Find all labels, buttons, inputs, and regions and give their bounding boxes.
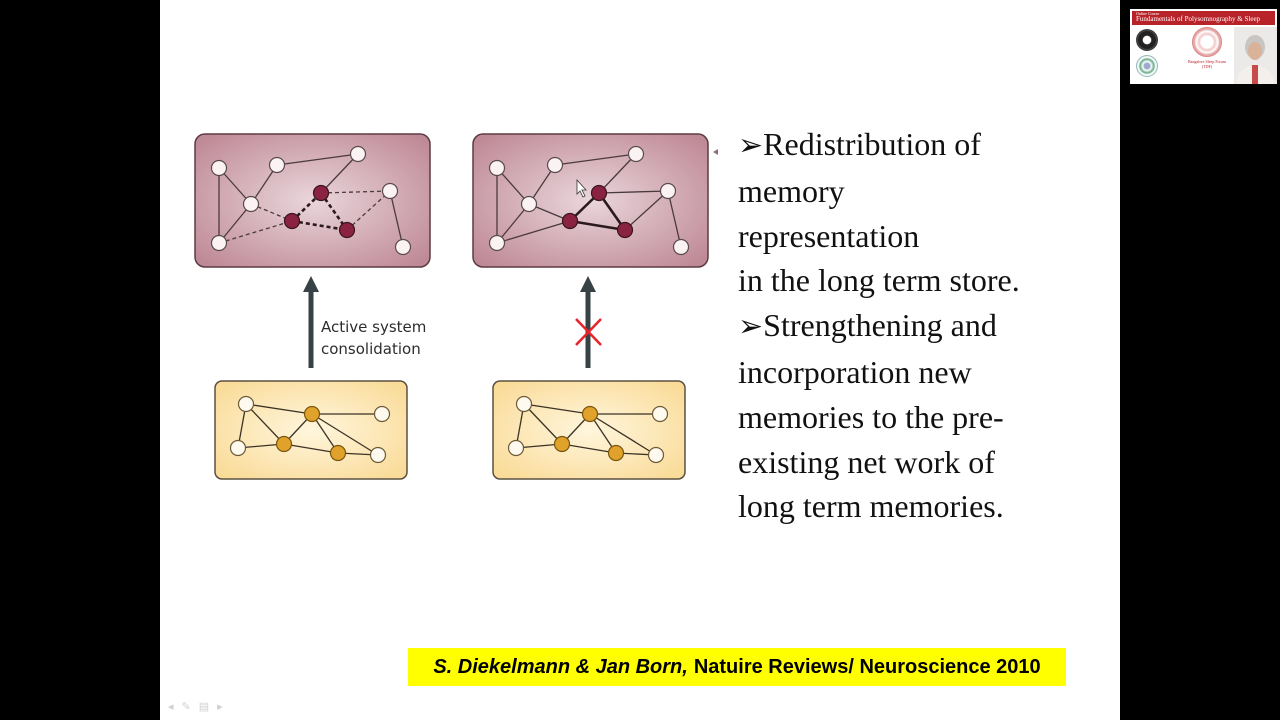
presentation-slide: Active system consolidation — [160, 0, 1120, 720]
course-banner-small: Online Course — [1136, 11, 1160, 16]
society-logo-icon — [1136, 29, 1158, 51]
long-term-store-before — [194, 133, 431, 268]
next-slide-icon[interactable]: ▸ — [217, 701, 223, 713]
course-banner-title: Fundamentals of Polysomnography & Sleep — [1136, 15, 1261, 23]
pointer-cursor-icon — [576, 178, 587, 198]
pen-icon[interactable]: ✎ — [181, 701, 191, 713]
arrow-up-icon — [580, 276, 596, 368]
forum-name-line2: (TDF) — [1201, 64, 1213, 69]
bullet-2-line-4: existing net work of — [738, 443, 995, 480]
bullet-arrow-icon: ➢ — [738, 310, 764, 344]
webinar-video-thumbnail: Online Course Fundamentals of Polysomnog… — [1130, 9, 1277, 84]
citation-journal: Natuire Reviews/ Neuroscience 2010 — [693, 655, 1041, 678]
citation-banner: S. Diekelmann & Jan Born, Natuire Review… — [408, 648, 1066, 686]
arrow-label-line1: Active system — [321, 318, 426, 336]
short-term-store-left — [214, 380, 408, 480]
forum-name-line1: Bangalore Sleep Forum — [1188, 59, 1226, 64]
citation-authors: S. Diekelmann & Jan Born, — [433, 655, 688, 678]
cross-icon — [575, 318, 602, 346]
bullet-2-line-3: memories to the pre- — [738, 398, 1004, 435]
short-term-store-right — [492, 380, 686, 480]
bullet-1: ➢Redistribution of — [738, 122, 1108, 169]
bullet-1-line-2: memory — [738, 172, 845, 209]
course-banner: Online Course Fundamentals of Polysomnog… — [1132, 11, 1275, 25]
bullet-2: ➢Strengthening and — [738, 303, 1108, 350]
long-term-store-after — [472, 133, 718, 268]
bullet-2-line-5: long term memories. — [738, 488, 1004, 525]
bullet-arrow-icon: ➢ — [738, 129, 764, 162]
forum-seal-icon — [1192, 27, 1222, 57]
previous-slide-icon[interactable]: ◂ — [168, 701, 174, 713]
forum-name: Bangalore Sleep Forum (TDF) — [1182, 59, 1232, 69]
bullet-list: ➢Redistribution of memory representation… — [738, 122, 1108, 529]
speaker-video-icon — [1234, 27, 1277, 84]
memory-consolidation-diagram: Active system consolidation — [194, 133, 718, 480]
bullet-2-line-1: Strengthening and — [763, 307, 997, 344]
slideshow-controls: ◂ ✎ ▤ ▸ — [168, 700, 223, 713]
bullet-2-line-2: incorporation new — [738, 353, 972, 390]
arrow-label-line2: consolidation — [321, 340, 421, 358]
bullet-1-line-1: Redistribution of — [763, 126, 981, 162]
institute-logo-icon — [1136, 55, 1158, 77]
arrow-up-icon — [303, 276, 319, 368]
bullet-1-line-4: in the long term store. — [738, 262, 1020, 299]
slides-menu-icon[interactable]: ▤ — [198, 701, 210, 713]
bullet-1-line-3: representation — [738, 217, 920, 254]
